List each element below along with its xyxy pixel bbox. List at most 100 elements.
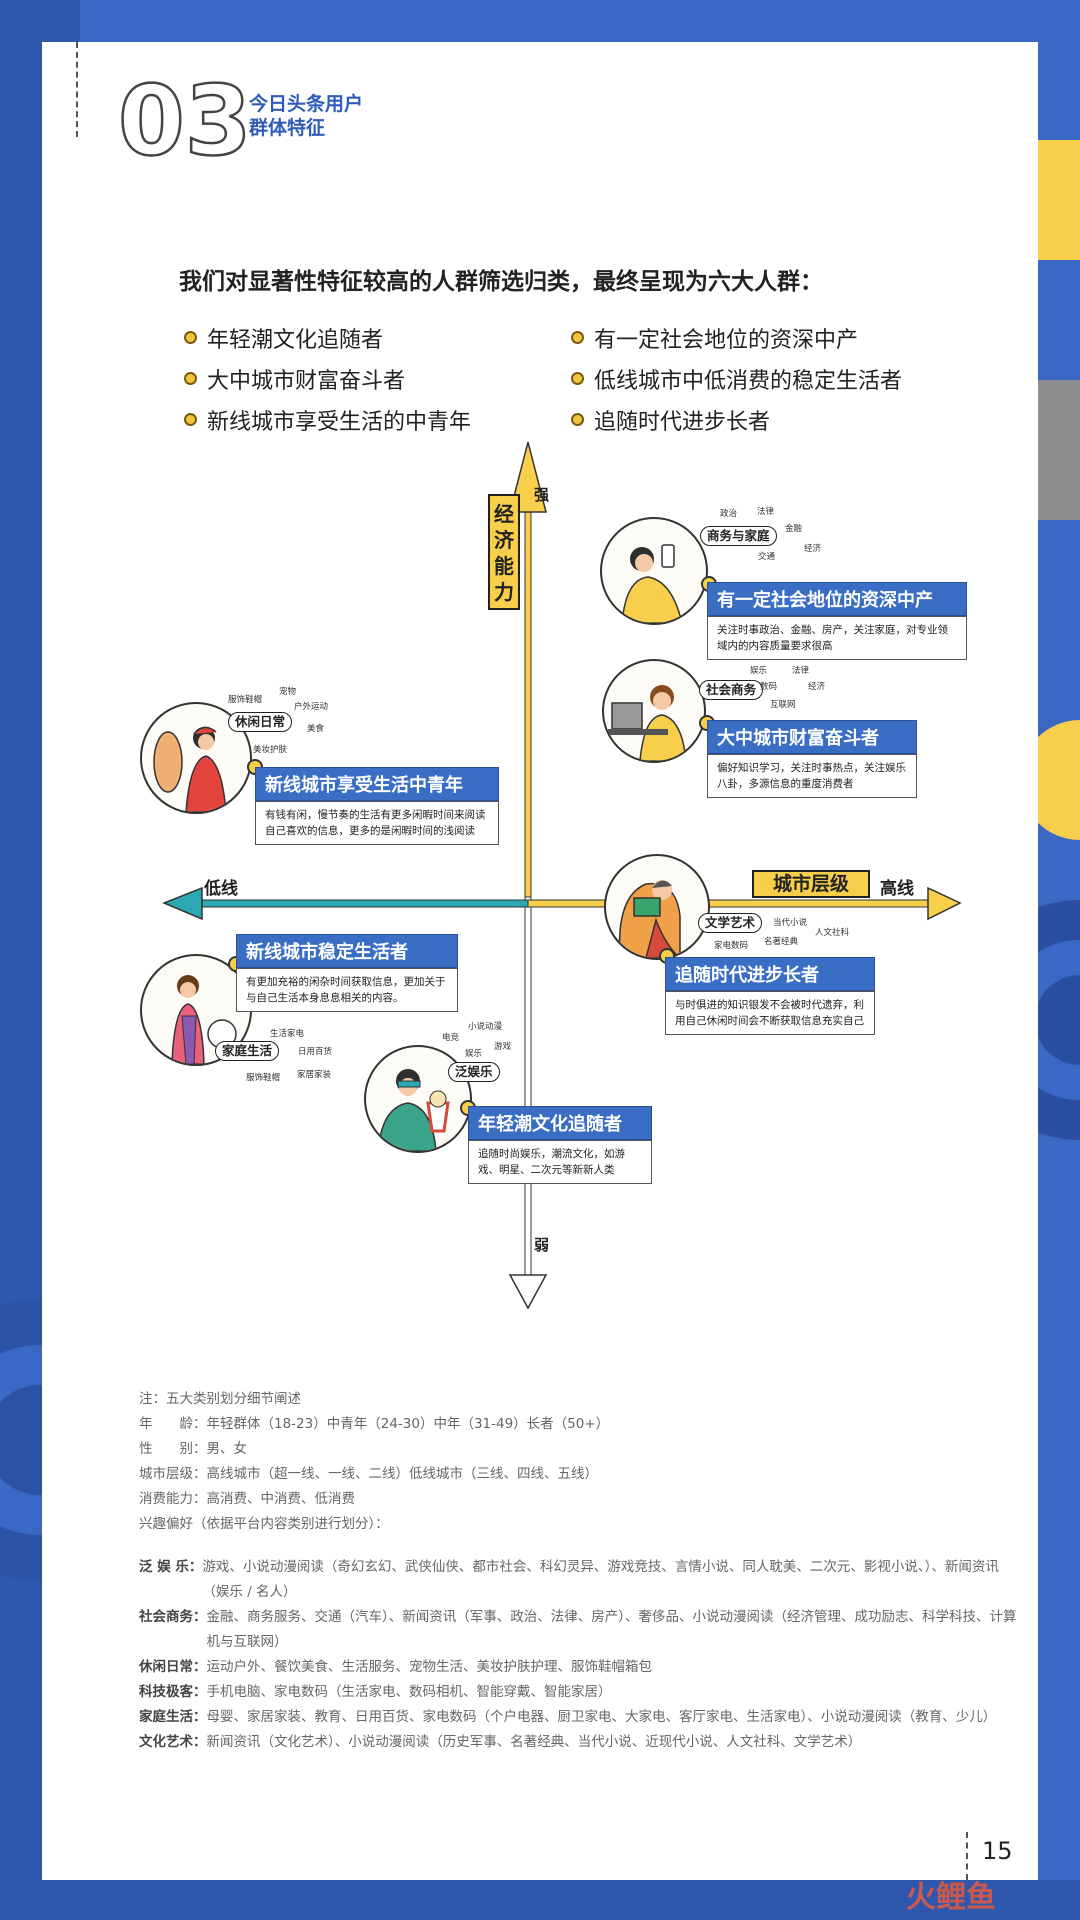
group-elder-title: 追随时代进步长者: [665, 957, 875, 991]
person-reading-icon: [618, 880, 682, 958]
group-new-city-enjoy-category: 休闲日常: [228, 712, 293, 732]
person-laptop-icon: [608, 685, 687, 761]
header-dashed-line: [76, 42, 78, 137]
bullet-dot: [571, 372, 584, 385]
interest-row: 科技极客：手机电脑、家电数码（生活家电、数码相机、智能穿戴、智能家居）: [139, 1684, 612, 1700]
person-phone-icon: [621, 544, 683, 623]
tag: 名著经典: [764, 937, 799, 947]
tag: 经济: [804, 544, 822, 554]
vertical-axis-top: [524, 511, 532, 953]
notes-section: 注：五大类别划分细节阐述 年 龄：年轻群体（18-23）中青年（24-30）中年…: [139, 1387, 1019, 1755]
tag: 政治: [720, 509, 738, 519]
section-title: 今日头条用户 群体特征: [249, 92, 389, 140]
left-arrow-icon: [162, 886, 203, 921]
person-popcorn-icon: [377, 1069, 450, 1151]
section-title-line2: 群体特征: [249, 117, 326, 139]
notes-spacer: [139, 1537, 1019, 1555]
interest-row: 家庭生活：母婴、家居家装、教育、日用百货、家电数码（个户电器、厨卫家电、大家电、…: [139, 1709, 997, 1725]
tag: 互联网: [770, 700, 796, 710]
interest-row: 文化艺术：新闻资讯（文化艺术）、小说动漫阅读（历史军事、名著经典、当代小说、近现…: [139, 1734, 862, 1750]
horizontal-axis-left: [201, 899, 529, 908]
group-new-city-enjoy-desc: 有钱有闲，慢节奏的生活有更多闲暇时间来阅读自己喜欢的信息，更多的是闲暇时间的浅阅…: [255, 801, 499, 845]
group-stable-life-category: 家庭生活: [215, 1041, 280, 1061]
note-row: 年 龄：年轻群体（18-23）中青年（24-30）中年（31-49）长者（50+…: [139, 1416, 610, 1432]
tag: 娱乐: [750, 666, 768, 676]
page-number: 15: [982, 1837, 1013, 1865]
bullet-dot: [571, 413, 584, 426]
axis-strong-label: 强: [534, 486, 550, 504]
tag: 家居家装: [297, 1070, 332, 1080]
tag: 游戏: [494, 1042, 512, 1052]
section-title-line1: 今日头条用户: [249, 93, 364, 115]
bullet-item: 低线城市中低消费的稳定生活者: [571, 358, 902, 399]
tag: 交通: [758, 552, 776, 562]
tag: 当代小说: [773, 918, 808, 928]
group-youth-desc: 追随时尚娱乐，潮流文化，如游戏、明星、二次元等新新人类: [468, 1140, 652, 1184]
group-elder-card: 追随时代进步长者 与时俱进的知识银发不会被时代遗弃，利用自己休闲时间会不断获取信…: [665, 957, 875, 1035]
section-number-text: 03: [118, 65, 252, 172]
group-big-city-category: 社会商务: [699, 680, 764, 700]
group-senior-middle-title: 有一定社会地位的资深中产: [707, 582, 967, 616]
tag: 生活家电: [270, 1029, 305, 1039]
bullet-dot: [571, 331, 584, 344]
bullet-list-right: 有一定社会地位的资深中产 低线城市中低消费的稳定生活者 追随时代进步长者: [571, 317, 902, 440]
tag: 户外运动: [294, 702, 329, 712]
interest-row: 休闲日常：运动户外、餐饮美食、生活服务、宠物生活、美妆护肤护理、服饰鞋帽箱包: [139, 1659, 652, 1675]
bullet-item: 新线城市享受生活的中青年: [184, 399, 471, 440]
tag: 宠物: [279, 687, 297, 697]
axis-weak-label: 弱: [534, 1236, 550, 1254]
group-senior-middle-illustration: [600, 517, 708, 625]
page-number-divider: [966, 1832, 968, 1880]
bullet-item: 有一定社会地位的资深中产: [571, 317, 902, 358]
group-stable-life-card: 新线城市稳定生活者 有更加充裕的闲杂时间获取信息，更加关于与自己生活本身息息相关…: [236, 934, 458, 1012]
bullet-list-left: 年轻潮文化追随者 大中城市财富奋斗者 新线城市享受生活的中青年: [184, 317, 471, 440]
group-big-city-desc: 偏好知识学习，关注时事热点，关注娱乐八卦，多源信息的重度消费者: [707, 754, 917, 798]
bullet-dot: [184, 413, 197, 426]
group-youth-category: 泛娱乐: [448, 1062, 500, 1082]
bullet-item: 年轻潮文化追随者: [184, 317, 471, 358]
footer-logo: 火鲤鱼: [906, 1880, 996, 1915]
section-number-outline: 03: [117, 64, 253, 172]
tag: 小说动漫: [468, 1022, 503, 1032]
tag: 金融: [785, 524, 803, 534]
interest-row: 社会商务：金融、商务服务、交通（汽车）、新闻资讯（军事、政治、法律、房产）、奢侈…: [139, 1609, 1017, 1650]
note-row: 性 别：男、女: [139, 1441, 247, 1457]
tag: 美妆护肤: [253, 745, 288, 755]
vertical-axis-label: 经济能力: [488, 494, 520, 610]
axis-high-tier-label: 高线: [880, 879, 914, 899]
group-new-city-enjoy-title: 新线城市享受生活中青年: [255, 767, 499, 801]
group-elder-illustration: [604, 854, 710, 960]
group-big-city-illustration: [602, 659, 706, 763]
bullet-item: 追随时代进步长者: [571, 399, 902, 440]
tag: 法律: [792, 666, 810, 676]
bullet-dot: [184, 331, 197, 344]
note-row: 兴趣偏好（依据平台内容类别进行划分）：: [139, 1516, 389, 1532]
group-stable-life-desc: 有更加充裕的闲杂时间获取信息，更加关于与自己生活本身息息相关的内容。: [236, 968, 458, 1012]
intro-heading: 我们对显著性特征较高的人群筛选归类，最终呈现为六大人群：: [179, 269, 823, 295]
tag: 电竞: [442, 1033, 460, 1043]
group-senior-middle-card: 有一定社会地位的资深中产 关注时事政治、金融、房产，关注家庭，对专业领域内的内容…: [707, 582, 967, 660]
note-row: 城市层级：高线城市（超一线、一线、二线）低线城市（三线、四线、五线）: [139, 1466, 598, 1482]
group-big-city-card: 大中城市财富奋斗者 偏好知识学习，关注时事热点，关注娱乐八卦，多源信息的重度消费…: [707, 720, 917, 798]
group-youth-card: 年轻潮文化追随者 追随时尚娱乐，潮流文化，如游戏、明星、二次元等新新人类: [468, 1106, 652, 1184]
tag: 日用百货: [298, 1047, 333, 1057]
tag: 服饰鞋帽: [228, 695, 263, 705]
tag: 经济: [808, 682, 826, 692]
interest-row: 泛 娱 乐：游戏、小说动漫阅读（奇幻玄幻、武侠仙侠、都市社会、科幻灵异、游戏竞技…: [139, 1559, 999, 1600]
bullet-item: 大中城市财富奋斗者: [184, 358, 471, 399]
tag: 数码: [760, 682, 778, 692]
tag: 家电数码: [714, 941, 749, 951]
bullet-dot: [184, 372, 197, 385]
group-new-city-enjoy-card: 新线城市享受生活中青年 有钱有闲，慢节奏的生活有更多闲暇时间来阅读自己喜欢的信息…: [255, 767, 499, 845]
right-arrow-icon: [927, 886, 962, 921]
tag: 服饰鞋帽: [246, 1073, 281, 1083]
tag: 娱乐: [465, 1049, 483, 1059]
tag: 法律: [757, 507, 775, 517]
person-walking-icon: [153, 726, 227, 812]
group-elder-category: 文学艺术: [698, 913, 763, 933]
down-arrow-icon: [508, 1274, 548, 1310]
vertical-axis-bottom: [524, 896, 532, 1276]
notes-heading: 注：五大类别划分细节阐述: [139, 1391, 301, 1407]
group-stable-life-title: 新线城市稳定生活者: [236, 934, 458, 968]
group-youth-title: 年轻潮文化追随者: [468, 1106, 652, 1140]
